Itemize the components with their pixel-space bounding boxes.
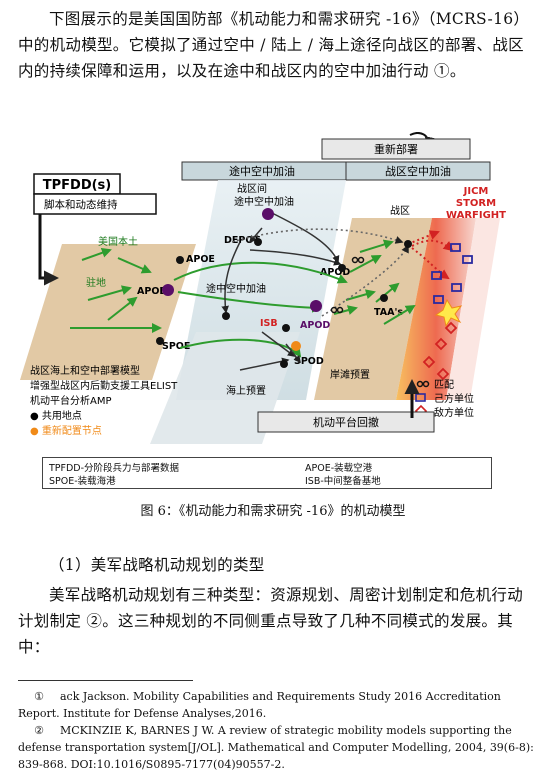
reconfig-node (291, 341, 301, 351)
retrograde-box (257, 411, 435, 433)
isb-label: ISB (260, 318, 278, 329)
purple-nodes (162, 208, 322, 312)
footnote-rule (18, 680, 193, 681)
tpfdd-down-arrow (38, 214, 59, 286)
footnote-2-text: MCKINZIE K, BARNES J W. A review of stra… (18, 724, 534, 771)
footnote-1-number: ① (34, 690, 44, 703)
enroute-refuel-label: 途中空中加油 (206, 282, 266, 295)
friendly-units (431, 243, 473, 304)
footnote-2-number: ② (34, 724, 44, 737)
strip-left-label: 途中空中加油 (229, 164, 295, 178)
sea-label: 海上预置 (226, 384, 266, 397)
intertheater-label-1: 战区间 (237, 182, 267, 195)
intro-paragraph: 下图展示的是美国国防部《机动能力和需求研究 -16》（MCRS-16）中的机动模… (18, 10, 530, 80)
apod-right-label: APOD (300, 320, 330, 331)
explosion-icon (434, 298, 463, 328)
matching-glyphs (330, 256, 365, 314)
conus-label: 美国本土 (98, 235, 138, 248)
combat-zone (396, 218, 476, 400)
legend-glyph-friendly (415, 393, 426, 402)
script-box (33, 193, 157, 215)
theater-land (314, 218, 432, 400)
enemy-units (422, 321, 458, 381)
stations-label: 驻地 (86, 276, 106, 289)
legend-friendly: 己方单位 (434, 392, 474, 405)
redeploy-label: 重新部署 (374, 142, 418, 156)
apoe-label: APOE (186, 254, 215, 265)
taa-label: TAA's (374, 307, 403, 318)
dotted-flow (231, 228, 404, 244)
shore-label: 岸滩预置 (330, 368, 370, 381)
shared-nodes (156, 238, 412, 368)
spoe-label: SPOE (162, 341, 190, 352)
section-heading: （1）美军战略机动规划的类型 (49, 556, 265, 574)
script-label: 脚本和动态维持 (44, 198, 118, 211)
tpfdd-label: TPFDD(s) (43, 178, 111, 193)
footnote-1-text: ack Jackson. Mobility Capabilities and R… (18, 690, 501, 720)
legend-spoe: SPOE-装载海港 (49, 476, 116, 487)
spod-label: SPOD (294, 356, 324, 367)
legend-tpfdd: TPFDD-分阶段兵力与部署数据 (49, 463, 180, 474)
dot-shared-label: ● 共用地点 (30, 409, 82, 422)
strip-right-label: 战区空中加油 (385, 164, 451, 178)
mobility-model-diagram: 重新部署 途中空中加油 战区空中加油 TPFDD(s) 脚本和动态维持 JICM… (20, 132, 506, 444)
retrograde-label: 机动平台回撤 (313, 415, 379, 429)
legend-isb: ISB-中间整备基地 (305, 476, 381, 487)
jicm-line2: STORM (456, 198, 496, 209)
conus-land (20, 244, 196, 380)
depot-label: DEPOT (224, 235, 260, 246)
combat-zone-edge (446, 218, 500, 400)
dark-flows (221, 211, 342, 371)
abbreviation-legend: TPFDD-分阶段兵力与部署数据 SPOE-装载海港 APOE-装载空港 ISB… (42, 457, 492, 489)
dot-reconfig-label: ● 重新配置节点 (30, 424, 102, 437)
figure-caption: 图 6：《机动能力和需求研究 -16》的机动模型 (140, 504, 406, 519)
apod-left-label: APOD (137, 286, 167, 297)
note-line-2: 增强型战区内后勤支援工具ELIST (30, 379, 178, 392)
jicm-line1: JICM (463, 186, 489, 197)
legend-enemy: 敌方单位 (434, 406, 474, 419)
legend-matching: 匹配 (434, 379, 454, 391)
note-line-1: 战区海上和空中部署模型 (30, 364, 140, 377)
dotted-flow-2 (321, 244, 409, 317)
body-paragraph: 美军战略机动规划有三种类型：资源规划、周密计划制定和危机行动计划制定 ②。这三种… (18, 586, 524, 656)
theater-refuel-strip (345, 161, 491, 181)
legend-apoe: APOE-装载空港 (305, 463, 373, 474)
apod-mid-label: APOD (320, 267, 350, 278)
redeploy-banner (321, 138, 471, 160)
red-flows (407, 230, 454, 280)
theater-label: 战区 (390, 205, 410, 217)
jicm-line3: WARFIGHT (446, 210, 506, 221)
intertheater-label-2: 途中空中加油 (234, 195, 294, 208)
note-line-3: 机动平台分析AMP (30, 394, 112, 407)
